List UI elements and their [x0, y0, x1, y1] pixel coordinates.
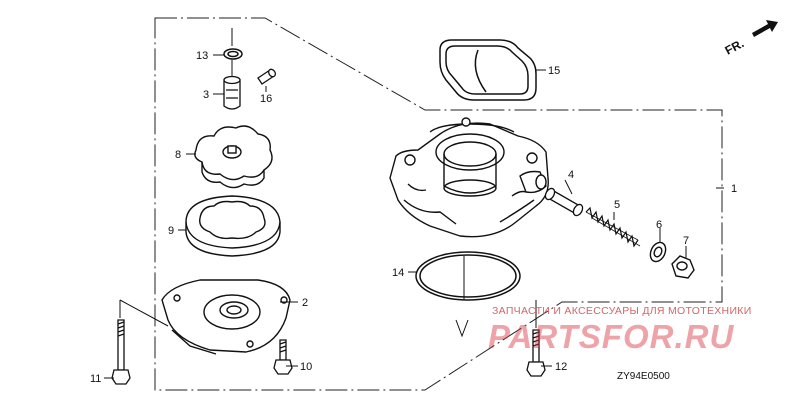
part-label-14: 14: [392, 267, 404, 279]
long-flange-bolt: [111, 319, 131, 385]
part-label-3: 3: [203, 89, 209, 101]
part-label-2: 2: [302, 297, 308, 309]
plug-bolt: [671, 255, 695, 279]
part-label-10: 10: [300, 361, 312, 373]
assembly-axis-lines: [119, 28, 537, 338]
part-label-8: 8: [175, 149, 181, 161]
front-direction-label: FR.: [723, 36, 747, 57]
sealing-washer: [649, 241, 667, 263]
outer-rotor: [185, 195, 281, 257]
figure-eight-gasket: [439, 39, 537, 101]
assembly-boundary: [154, 17, 723, 391]
relief-valve-sleeve: [544, 187, 584, 217]
pump-shaft: [223, 75, 241, 110]
part-label-6: 6: [656, 219, 662, 231]
watermark-tagline: ЗАПЧАСТИ И АКСЕССУАРЫ ДЛЯ МОТОТЕХНИКИ: [492, 305, 752, 317]
part-label-15: 15: [548, 65, 560, 77]
part-label-4: 4: [568, 169, 574, 181]
medium-flange-bolt: [526, 329, 546, 377]
part-label-12: 12: [555, 361, 567, 373]
front-direction-arrow-icon: FR.: [723, 20, 778, 58]
part-label-5: 5: [614, 199, 620, 211]
diagram-code: ZY94E0500: [617, 371, 670, 382]
part-label-7: 7: [683, 235, 689, 247]
part-label-1: 1: [731, 183, 737, 195]
part-label-16: 16: [260, 93, 272, 105]
leader-lines: [104, 54, 724, 379]
part-labels: 1 2 3 4 5 6 7 8 9 10 11 12 13 14 15 16: [90, 50, 737, 385]
o-ring: [415, 251, 521, 301]
part-label-9: 9: [168, 225, 174, 237]
circlip: [223, 48, 243, 60]
part-label-11: 11: [90, 373, 101, 385]
watermark-brand: PARTSFOR.RU: [488, 318, 735, 355]
dowel-pin: [257, 68, 277, 85]
short-flange-bolt: [273, 339, 293, 375]
relief-valve-spring: [585, 206, 641, 248]
pump-cover: [161, 279, 291, 355]
inner-rotor: [194, 125, 273, 189]
oil-pump-body: [389, 117, 549, 238]
part-label-13: 13: [196, 50, 208, 62]
